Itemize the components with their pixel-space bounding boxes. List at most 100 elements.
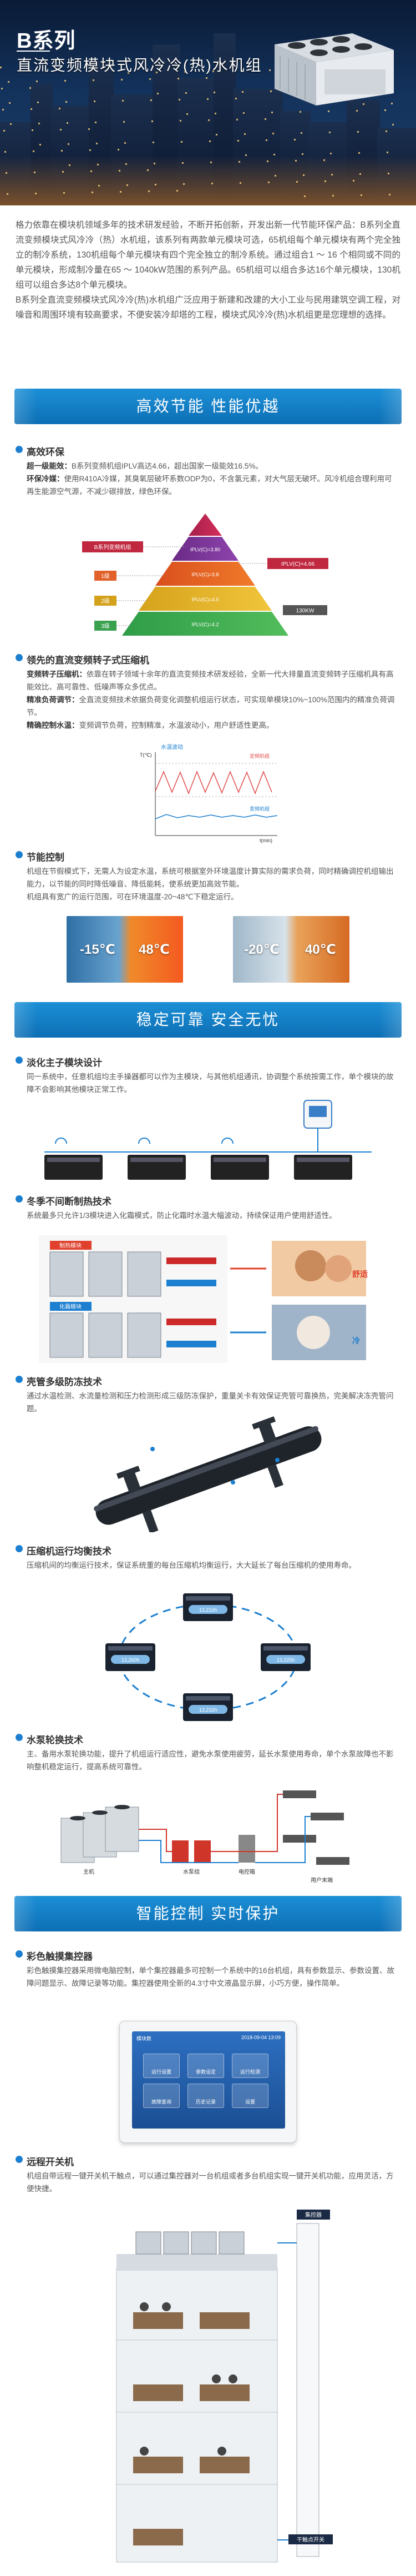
section-title-compressor: 领先的直流变频转子式压缩机 <box>16 652 149 666</box>
window-light <box>62 171 64 173</box>
screen-button-4[interactable]: 历史记录 <box>187 2084 224 2108</box>
window-light <box>387 152 388 153</box>
window-light <box>31 108 32 110</box>
section-body-master: 同一系统中，任意机组均主手操器都可以作为主模块，与其他机组通讯，协调整个系统按需… <box>27 1073 394 1094</box>
screen-button-grid: 运行设置参数设定运行检测故障查询历史记录设置 <box>143 2054 274 2108</box>
window-light <box>122 100 124 102</box>
window-light <box>271 112 273 113</box>
banner-reliability: 稳定可靠 安全无忧 <box>14 1002 402 1038</box>
window-light <box>388 173 389 174</box>
section-title-antifreeze: 壳管多级防冻技术 <box>16 1374 102 1388</box>
window-light <box>68 143 69 145</box>
label-main-unit: 主机 <box>83 1868 94 1875</box>
window-light <box>59 108 60 109</box>
window-light <box>215 113 216 114</box>
master-module-diagram <box>44 1100 372 1180</box>
bullet-icon <box>16 1195 23 1203</box>
window-light <box>363 103 364 105</box>
section-title-remote: 远程开关机 <box>16 2154 74 2168</box>
window-light <box>385 130 387 132</box>
window-light <box>273 154 275 155</box>
window-light <box>185 92 187 94</box>
window-light <box>359 173 361 175</box>
window-light <box>384 109 386 111</box>
window-light <box>39 144 41 145</box>
window-light <box>97 164 99 165</box>
label-cold: 冷 <box>352 1336 360 1345</box>
window-light <box>37 102 39 103</box>
window-light <box>361 194 362 196</box>
window-light <box>295 160 297 162</box>
label-comfort: 舒适 <box>352 1270 368 1279</box>
window-light <box>241 70 242 72</box>
screen-button-3[interactable]: 故障查询 <box>143 2084 180 2108</box>
label-pump-group: 水泵组 <box>183 1868 200 1875</box>
window-light <box>120 191 121 193</box>
window-light <box>210 162 212 163</box>
window-light <box>0 67 2 68</box>
level-3-badge: 3级 <box>101 623 110 630</box>
window-light <box>176 190 178 192</box>
legend-fixed: 定频机组 <box>250 753 270 759</box>
compressor-text: 依靠在转子领域十余年的直流变频技术研发经验，全新一代大排量直流变频转子压缩机具有… <box>27 670 394 691</box>
level-1-badge: 1级 <box>101 573 110 580</box>
window-light <box>268 182 270 183</box>
window-light <box>303 174 305 176</box>
window-light <box>330 153 332 154</box>
intro-paragraph-1: 格力依靠在模块机领域多年的技术研发经验，不断开拓创新，开发出新一代节能环保产品：… <box>16 220 400 290</box>
window-light <box>1 88 3 89</box>
label-terminal: 用户末端 <box>311 1876 333 1884</box>
window-light <box>183 183 185 185</box>
window-light <box>61 150 63 152</box>
screen-button-5[interactable]: 设置 <box>232 2084 268 2108</box>
window-light <box>391 103 393 104</box>
compressor-label: 变频转子压缩机： <box>27 670 87 678</box>
section-title-pump: 水泵轮换技术 <box>16 1732 83 1746</box>
window-light <box>3 130 5 132</box>
section-body-remote: 机组自带远程一键开关机干触点，可以通过集控器对一台机组或者多台机组实现一键开关机… <box>27 2172 394 2193</box>
hero-banner: B系列 直流变频模块式风冷冷(热)水机组 <box>0 0 416 205</box>
window-light <box>392 124 394 125</box>
window-light <box>10 123 12 125</box>
window-light <box>33 150 34 152</box>
window-light <box>242 91 243 93</box>
window-light <box>32 129 33 131</box>
window-light <box>123 121 125 123</box>
screen-button-2[interactable]: 运行检测 <box>232 2054 268 2078</box>
window-light <box>150 99 152 101</box>
pyramid-tag-left: B系列变频机组 <box>94 544 131 551</box>
pyramid-row-2: IPLV(C)=3.8 <box>191 572 219 577</box>
pyramid-capacity-tag: 130KW <box>296 608 314 614</box>
window-light <box>118 149 119 150</box>
section-title-winter: 冬季不间断制热技术 <box>16 1194 111 1208</box>
window-light <box>332 195 334 197</box>
window-light <box>180 120 181 122</box>
bullet-icon <box>16 1376 23 1383</box>
window-light <box>184 71 186 73</box>
window-light <box>212 71 214 72</box>
window-light <box>265 118 266 120</box>
window-light <box>182 162 184 164</box>
window-light <box>154 163 155 164</box>
bullet-icon <box>16 2156 23 2163</box>
runtime-badge-4: 13,232h <box>199 1707 217 1713</box>
window-light <box>148 190 150 192</box>
window-light <box>208 119 210 121</box>
screen-button-1[interactable]: 参数设定 <box>187 2054 224 2078</box>
window-light <box>35 193 37 194</box>
bullet-icon <box>16 851 23 858</box>
banner-intelligent: 智能控制 实时保护 <box>14 1896 402 1931</box>
window-light <box>89 149 91 151</box>
x-axis-label: t(min) <box>260 838 272 843</box>
window-light <box>38 123 40 124</box>
window-light <box>119 170 120 172</box>
level-2-badge: 2级 <box>101 598 110 605</box>
screen-button-0[interactable]: 运行设置 <box>143 2054 180 2078</box>
window-light <box>244 133 246 135</box>
temp-low-1: -15℃ <box>80 942 115 957</box>
intro-text: 格力依靠在模块机领域多年的技术研发经验，不断开拓创新，开发出新一代节能环保产品：… <box>16 218 400 323</box>
window-light <box>214 92 215 93</box>
label-defrost-module: 化霜模块 <box>59 1303 82 1310</box>
section-body-compressor: 变频转子压缩机：依靠在转子领域十余年的直流变频技术研发经验，全新一代大排量直流变… <box>27 668 398 732</box>
temp-high-2: 40℃ <box>305 942 336 957</box>
